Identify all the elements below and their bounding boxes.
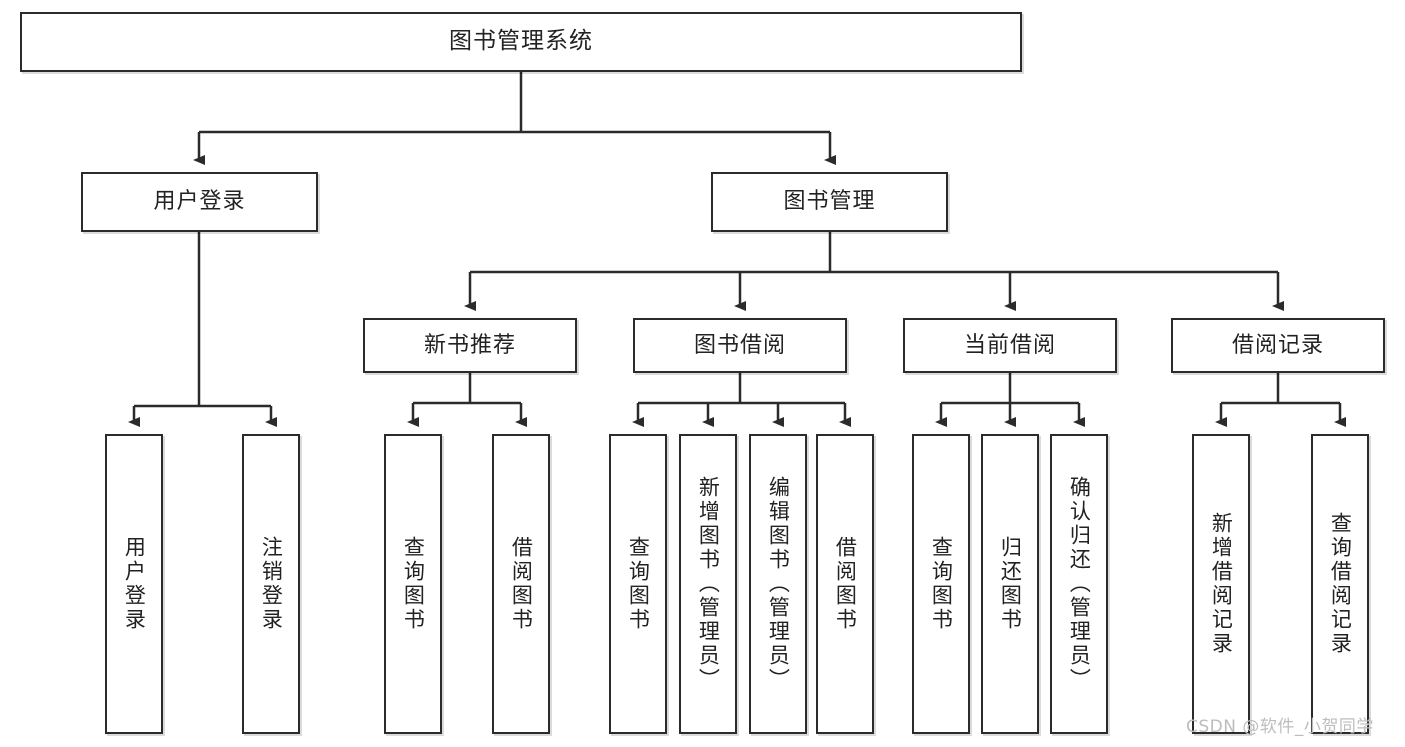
leaf-bb-borrow-book[interactable]: 借阅图书 [816, 434, 874, 734]
leaf-user-login-label: 用户登录 [122, 536, 147, 632]
leaf-logout-label: 注销登录 [259, 536, 284, 632]
leaf-nb-borrow-book-label: 借阅图书 [509, 536, 534, 632]
node-root[interactable]: 图书管理系统 [20, 12, 1022, 72]
node-borrow-record-label: 借阅记录 [1231, 332, 1324, 358]
leaf-br-add-record-label: 新增借阅记录 [1209, 512, 1234, 656]
leaf-cb-query-book-label: 查询图书 [929, 536, 954, 632]
node-book-manage[interactable]: 图书管理 [711, 172, 948, 232]
leaf-nb-query-book[interactable]: 查询图书 [384, 434, 442, 734]
leaf-cb-return-book[interactable]: 归还图书 [981, 434, 1039, 734]
node-user-login-label: 用户登录 [153, 189, 246, 215]
node-book-borrow[interactable]: 图书借阅 [633, 318, 847, 373]
node-current-borrow[interactable]: 当前借阅 [903, 318, 1117, 373]
leaf-bb-query-book[interactable]: 查询图书 [609, 434, 667, 734]
leaf-cb-confirm-return[interactable]: 确认归还（管理员） [1050, 434, 1108, 734]
node-root-label: 图书管理系统 [449, 28, 593, 55]
node-book-borrow-label: 图书借阅 [693, 332, 786, 358]
leaf-bb-edit-book-label: 编辑图书（管理员） [766, 476, 791, 692]
leaf-br-query-record-label: 查询借阅记录 [1328, 512, 1353, 656]
leaf-bb-add-book[interactable]: 新增图书（管理员） [679, 434, 737, 734]
leaf-bb-edit-book[interactable]: 编辑图书（管理员） [749, 434, 807, 734]
leaf-nb-query-book-label: 查询图书 [401, 536, 426, 632]
node-new-book-recommend-label: 新书推荐 [423, 332, 516, 358]
leaf-cb-confirm-return-label: 确认归还（管理员） [1067, 476, 1092, 692]
leaf-br-add-record[interactable]: 新增借阅记录 [1192, 434, 1250, 734]
node-book-manage-label: 图书管理 [783, 189, 876, 215]
leaf-bb-borrow-book-label: 借阅图书 [833, 536, 858, 632]
leaf-br-query-record[interactable]: 查询借阅记录 [1311, 434, 1369, 734]
leaf-nb-borrow-book[interactable]: 借阅图书 [492, 434, 550, 734]
leaf-logout[interactable]: 注销登录 [242, 434, 300, 734]
node-user-login[interactable]: 用户登录 [81, 172, 318, 232]
leaf-cb-query-book[interactable]: 查询图书 [912, 434, 970, 734]
leaf-user-login[interactable]: 用户登录 [105, 434, 163, 734]
node-new-book-recommend[interactable]: 新书推荐 [363, 318, 577, 373]
node-borrow-record[interactable]: 借阅记录 [1171, 318, 1385, 373]
leaf-bb-add-book-label: 新增图书（管理员） [696, 476, 721, 692]
node-current-borrow-label: 当前借阅 [963, 332, 1056, 358]
leaf-bb-query-book-label: 查询图书 [626, 536, 651, 632]
watermark-text: CSDN @软件_小贺同学 [1186, 717, 1374, 737]
leaf-cb-return-book-label: 归还图书 [998, 536, 1023, 632]
